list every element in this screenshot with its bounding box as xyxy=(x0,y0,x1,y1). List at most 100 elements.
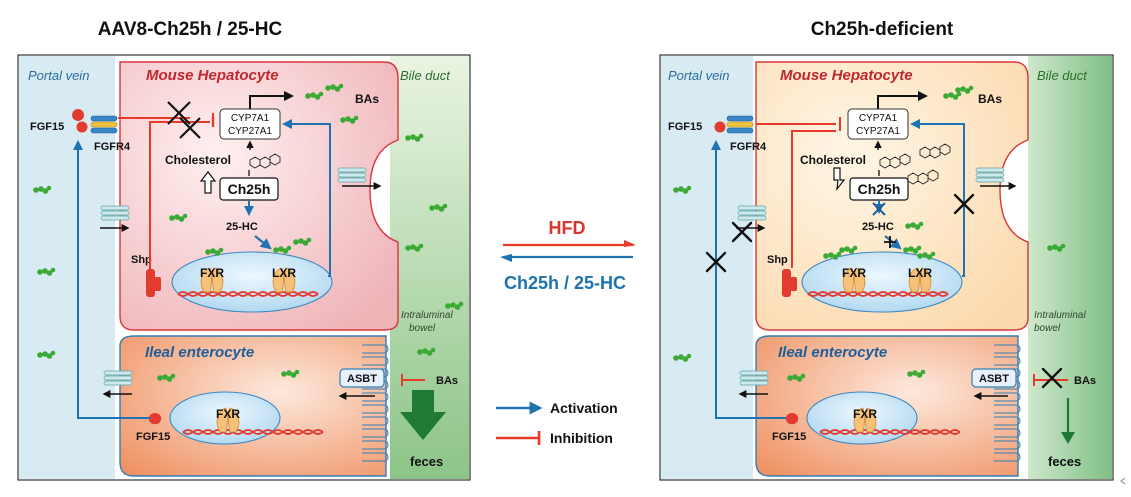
left-ch25h-label: Ch25h xyxy=(228,181,271,197)
left-cholesterol-label: Cholesterol xyxy=(165,153,231,167)
left-intraluminal-label: Intraluminal xyxy=(401,310,453,321)
left-enterocyte-label: Ileal enterocyte xyxy=(145,344,254,361)
right-shp-inhibition-line xyxy=(791,130,836,268)
left-lxr-label: LXR xyxy=(272,266,296,280)
right-hepatocyte-label: Mouse Hepatocyte xyxy=(780,67,913,84)
left-fxr-label: FXR xyxy=(200,266,224,280)
left-fgf15-bottom-icon xyxy=(148,413,162,425)
left-asbt-label: ASBT xyxy=(347,373,377,385)
right-down-arrow-icon xyxy=(833,167,846,192)
hfd-arrowhead-icon xyxy=(624,240,636,247)
right-asbt-label: ASBT xyxy=(979,373,1009,385)
right-shp-icon xyxy=(782,269,791,297)
left-enterocyte-fxr-label: FXR xyxy=(216,407,240,421)
right-bowel-label: bowel xyxy=(1034,323,1061,334)
left-up-arrow-icon xyxy=(199,171,217,194)
right-fxr-label: FXR xyxy=(842,266,866,280)
right-intraluminal-label: Intraluminal xyxy=(1034,310,1086,321)
left-asbt-box xyxy=(339,368,385,388)
left-cyp27a1-label: CYP27A1 xyxy=(228,126,272,137)
left-ba-synthesis-arrow xyxy=(249,91,294,109)
middle-section: HFD Ch25h / 25-HC Activation Inhibition xyxy=(496,218,636,446)
left-panel-title: AAV8-Ch25h / 25-HC xyxy=(98,19,283,40)
right-bile-transporter-icon xyxy=(975,167,1005,183)
right-bas-lumen-label: BAs xyxy=(1074,375,1096,387)
legend-inhibition-label: Inhibition xyxy=(550,430,613,446)
right-fgf15-ligand-icon xyxy=(714,121,726,133)
left-cyp7a1-label: CYP7A1 xyxy=(231,113,270,124)
right-lxr-label: LXR xyxy=(908,266,932,280)
right-25hc-block-x-icon xyxy=(872,202,886,216)
right-cyp27a1-label: CYP27A1 xyxy=(856,126,900,137)
right-ch25h-label: Ch25h xyxy=(858,181,901,197)
right-bile-duct-region xyxy=(1028,56,1112,479)
right-fgf15-portal-arrow xyxy=(711,140,786,419)
right-cyp7a1-label: CYP7A1 xyxy=(859,113,898,124)
right-feces-label: feces xyxy=(1048,454,1081,469)
hfd-label: HFD xyxy=(549,218,586,238)
right-cholesterol-label: Cholesterol xyxy=(800,153,866,167)
right-fgfr4-label: FGFR4 xyxy=(730,141,767,153)
left-feces-label: feces xyxy=(410,454,443,469)
right-shp-label: Shp xyxy=(767,254,788,266)
left-fgfr4-inhibition-line xyxy=(118,113,214,123)
left-bowel-label: bowel xyxy=(409,323,436,334)
left-shp-icon xyxy=(146,269,155,297)
left-asbt-inhibition xyxy=(401,374,425,386)
right-enterocyte-label: Ileal enterocyte xyxy=(778,344,887,361)
left-enterocyte-transporter-icon xyxy=(103,370,133,386)
right-enterocyte-fxr-label: FXR xyxy=(853,407,877,421)
left-lxr-activation-arrow xyxy=(282,119,331,277)
right-asbt-box xyxy=(971,368,1017,388)
left-25hc-label: 25-HC xyxy=(226,221,258,233)
left-bile-duct-label: Bile duct xyxy=(400,68,451,83)
right-ba-synthesis-arrow xyxy=(877,91,928,109)
ch25h-25hc-label: Ch25h / 25-HC xyxy=(504,273,626,293)
corner-chevron-icon xyxy=(1120,477,1126,485)
right-fgfr4-icon xyxy=(726,115,754,134)
right-feces-arrow-icon xyxy=(1061,432,1075,444)
left-shp-label: Shp xyxy=(131,254,152,266)
left-fgf15-portal-arrow xyxy=(73,140,150,419)
right-panel: Ch25h-deficient Portal vein Mouse Hepato… xyxy=(659,19,1114,481)
right-fgf15-bottom-icon xyxy=(785,413,799,425)
right-portal-vein-label: Portal vein xyxy=(668,68,729,83)
right-bas-label: BAs xyxy=(978,92,1002,106)
left-fgf15-top-label: FGF15 xyxy=(30,121,64,133)
left-feces-arrow-icon xyxy=(400,390,446,440)
left-shp-icon-part xyxy=(154,277,161,291)
right-basolateral-transporter-icon xyxy=(737,205,767,221)
left-fgf15-bottom-label: FGF15 xyxy=(136,431,170,443)
right-enterocyte-transporter-icon xyxy=(739,370,769,386)
right-shp-icon-part xyxy=(790,277,797,291)
right-panel-title: Ch25h-deficient xyxy=(811,19,954,40)
left-block-x-icon-2 xyxy=(179,117,201,139)
left-hepatocyte-nucleus xyxy=(171,251,333,313)
left-fgfr4-label: FGFR4 xyxy=(94,141,131,153)
ch25h-arrowhead-icon xyxy=(500,254,512,262)
right-25hc-label: 25-HC xyxy=(862,221,894,233)
right-fgfr4-inhibition-line xyxy=(756,117,841,131)
left-25hc-to-lxr-arrow xyxy=(254,235,272,250)
left-fgfr4-icon xyxy=(90,115,118,134)
left-basolateral-transporter-icon xyxy=(100,205,130,221)
right-fgf15-bottom-label: FGF15 xyxy=(772,431,806,443)
left-bile-transporter-icon xyxy=(337,167,367,183)
right-25hc-lxr-block-icon xyxy=(884,236,896,248)
left-panel: AAV8-Ch25h / 25-HC Portal vein Mouse Hep… xyxy=(17,19,471,481)
left-portal-vein-label: Portal vein xyxy=(28,68,89,83)
right-fgf15-top-label: FGF15 xyxy=(668,121,702,133)
left-hepatocyte-label: Mouse Hepatocyte xyxy=(146,67,279,84)
left-bas-lumen-label: BAs xyxy=(436,375,458,387)
left-fgf15-ligand-icon xyxy=(76,121,88,133)
left-shp-inhibition-line xyxy=(149,121,210,269)
legend-inhibition-icon xyxy=(496,431,541,445)
right-hepatocyte-nucleus xyxy=(801,251,963,313)
left-fgf15-top-icon xyxy=(72,109,85,127)
left-block-x-icon-1 xyxy=(167,101,191,125)
left-bas-label: BAs xyxy=(355,92,379,106)
right-lxr-activation-arrow xyxy=(910,119,965,277)
legend-activation-label: Activation xyxy=(550,400,618,416)
right-bile-duct-label: Bile duct xyxy=(1037,68,1088,83)
